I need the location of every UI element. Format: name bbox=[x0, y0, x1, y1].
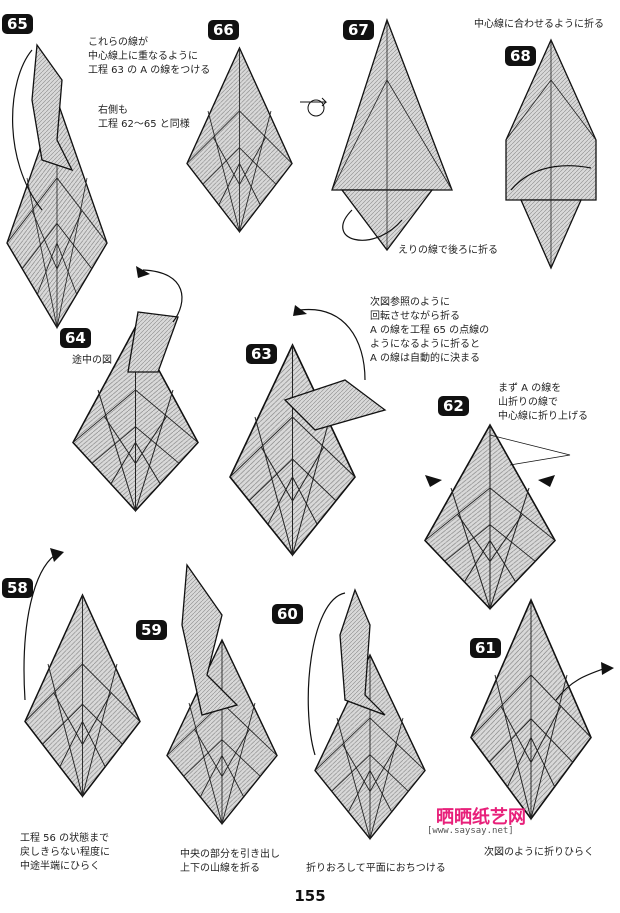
step-59-note: 中央の部分を引き出し 上下の山線を折る bbox=[180, 849, 280, 874]
step-59-figure bbox=[166, 563, 278, 825]
step-62-note: まず A の線を 山折りの線で 中心線に折り上げる bbox=[498, 383, 588, 422]
page-number: 155 bbox=[294, 887, 326, 905]
step-64-figure bbox=[72, 266, 199, 512]
step-67-note: えりの線で後ろに折る bbox=[398, 245, 498, 256]
step-badge-64: 64 bbox=[60, 328, 91, 348]
step-60-figure bbox=[307, 588, 426, 840]
step-62-figure bbox=[424, 424, 571, 610]
turn-over-icon bbox=[300, 97, 328, 117]
step-badge-58: 58 bbox=[2, 578, 33, 598]
step-60-note: 折りおろして平面におちつける bbox=[306, 863, 446, 874]
watermark-text: 晒晒纸艺网 bbox=[436, 807, 526, 828]
step-61-note: 次図のように折りひらく bbox=[484, 847, 594, 858]
step-65-note-a: これらの線が 中心線上に重なるように 工程 63 の A の線をつける bbox=[88, 37, 211, 76]
step-58-figure bbox=[23, 548, 141, 797]
step-68-note: 中心線に合わせるように折る bbox=[474, 19, 604, 30]
step-65-figure bbox=[6, 43, 108, 329]
step-badge-62: 62 bbox=[438, 396, 469, 416]
step-65-note-b: 右側も 工程 62〜65 と同様 bbox=[98, 105, 190, 130]
step-badge-59: 59 bbox=[136, 620, 167, 640]
step-61-figure bbox=[470, 599, 614, 820]
step-63-figure bbox=[229, 305, 387, 556]
step-63-note: 次図参照のように 回転させながら折る A の線を工程 65 の点線の ようになる… bbox=[370, 297, 490, 364]
step-badge-67: 67 bbox=[343, 20, 374, 40]
step-64-note: 途中の図 bbox=[72, 355, 112, 366]
step-67-figure bbox=[331, 18, 453, 252]
step-badge-63: 63 bbox=[246, 344, 277, 364]
step-badge-61: 61 bbox=[470, 638, 501, 658]
step-58-note: 工程 56 の状態まで 戻しきらない程度に 中途半端にひらく bbox=[20, 833, 110, 872]
step-badge-68: 68 bbox=[505, 46, 536, 66]
step-badge-65: 65 bbox=[2, 14, 33, 34]
step-68-figure bbox=[505, 38, 597, 270]
watermark-url: [www.saysay.net] bbox=[427, 826, 514, 836]
step-badge-66: 66 bbox=[208, 20, 239, 40]
step-66-figure bbox=[186, 47, 293, 233]
step-badge-60: 60 bbox=[272, 604, 303, 624]
